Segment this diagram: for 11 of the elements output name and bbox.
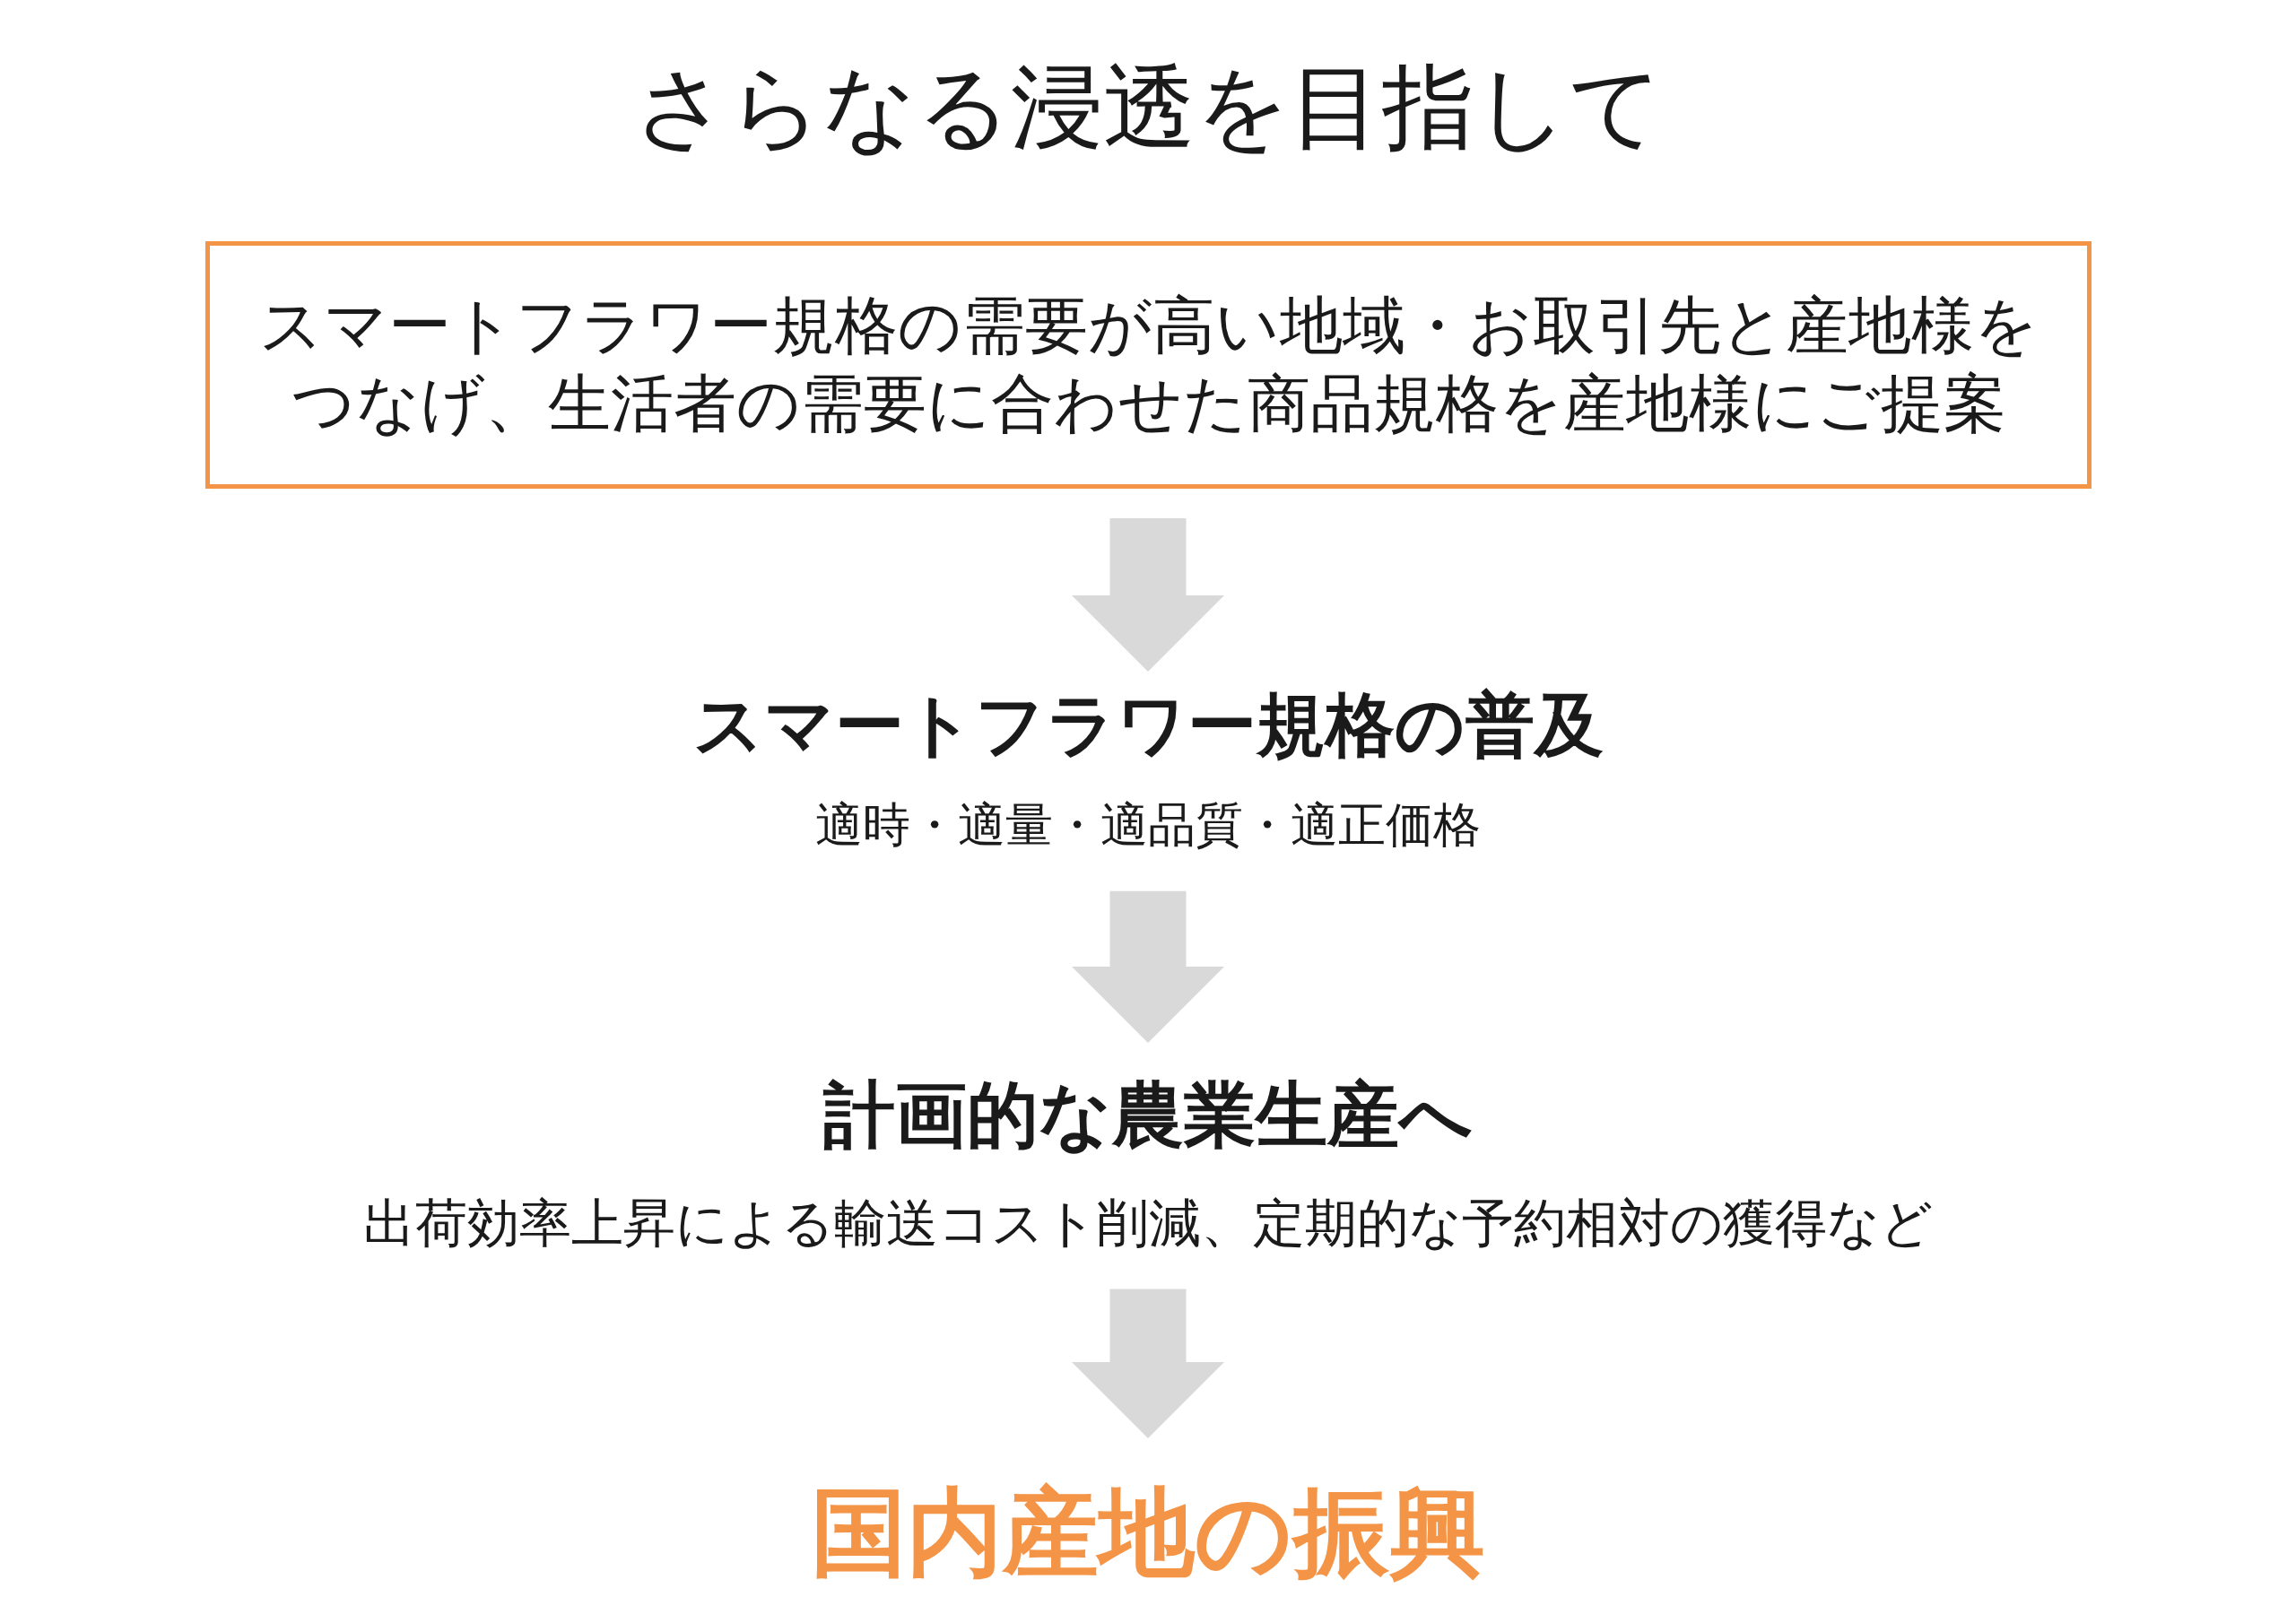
down-arrow xyxy=(1072,890,1224,1043)
step-details: 適時・適量・適品質・適正価格 xyxy=(815,795,1481,854)
title: さらなる浸透を目指して xyxy=(633,52,1663,162)
step-heading: スマートフラワー規格の普及 xyxy=(692,684,1604,767)
box-text: スマートフラワー規格の需要が高い地域・お取引先と産地様をつなげ、生活者の需要に合わせた商品規格を産地様にご提案 xyxy=(258,288,2039,442)
step-heading: 計画的な農業生産へ xyxy=(823,1072,1473,1159)
down-arrow xyxy=(1072,518,1224,672)
goal-heading: 国内産地の振興 xyxy=(811,1476,1485,1590)
down-arrow xyxy=(1072,1289,1224,1438)
step-details: 出荷効率上昇による輸送コスト削減、定期的な予約相対の獲得など xyxy=(363,1192,1933,1255)
outlined-box xyxy=(205,241,2092,489)
